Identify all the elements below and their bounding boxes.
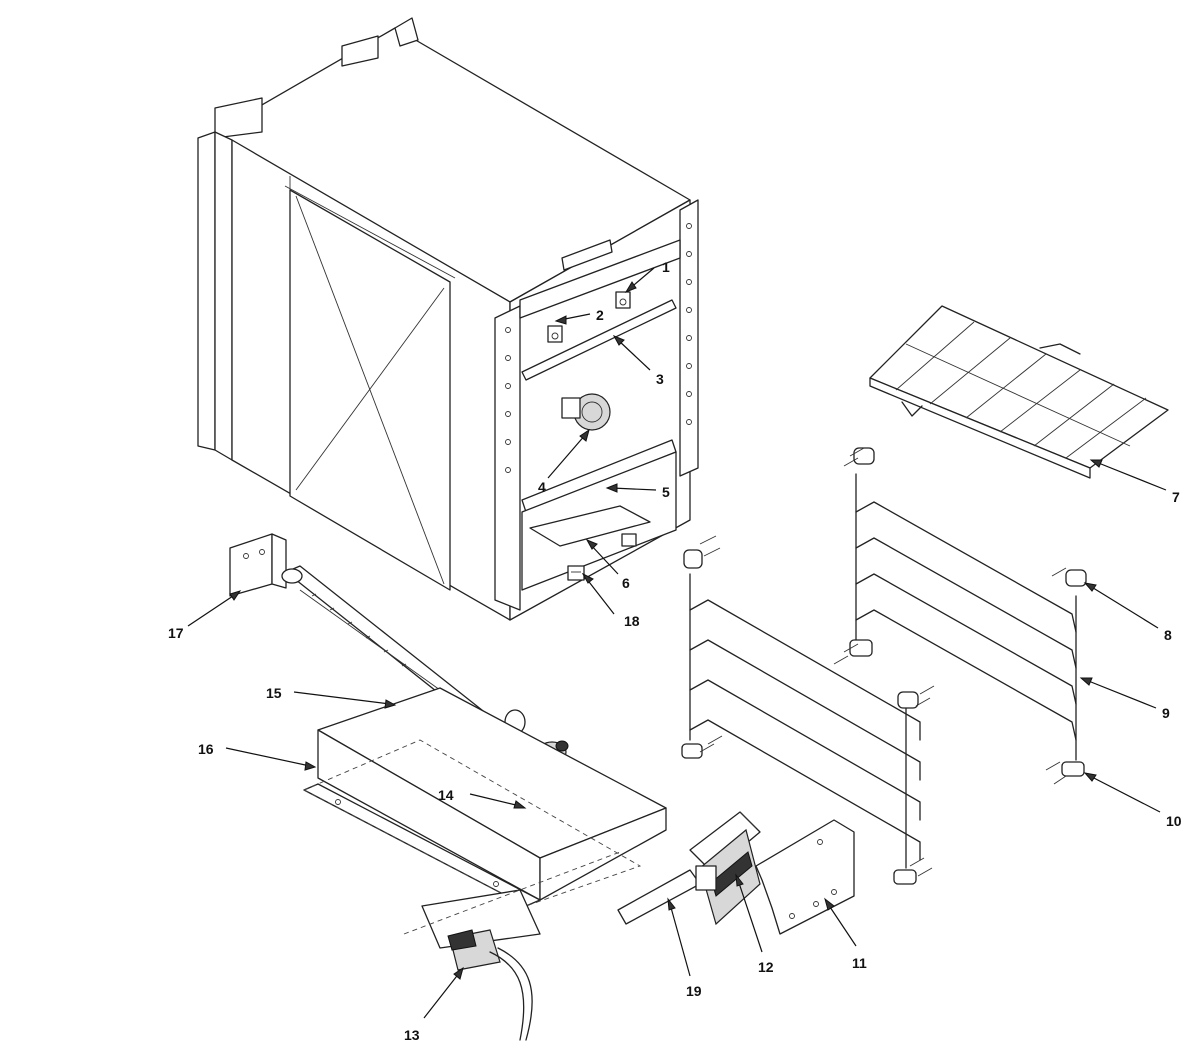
- rack-support-left: [681, 549, 921, 885]
- callout-3: 3: [656, 371, 664, 387]
- rack-support-right: [849, 447, 1087, 777]
- callout-17: 17: [168, 625, 184, 641]
- callout-10: 10: [1166, 813, 1182, 829]
- callout-18: 18: [624, 613, 640, 629]
- callout-8: 8: [1164, 627, 1172, 643]
- callout-4: 4: [538, 479, 546, 495]
- clip-18: [567, 565, 585, 581]
- burner-bracket-17: [229, 533, 287, 597]
- screws: [699, 447, 1067, 877]
- safety-valve-12: [617, 811, 761, 926]
- leader-lines: [187, 267, 1167, 1019]
- callout-16: 16: [198, 741, 214, 757]
- callout-15: 15: [266, 685, 282, 701]
- callout-6: 6: [622, 575, 630, 591]
- igniter-13: [447, 929, 533, 1041]
- oven-rack-7: [869, 305, 1169, 479]
- cover-plate-11: [755, 819, 855, 935]
- callout-13: 13: [404, 1027, 420, 1043]
- callout-12: 12: [758, 959, 774, 975]
- callout-19: 19: [686, 983, 702, 999]
- callout-5: 5: [662, 484, 670, 500]
- bottom-panel-16: [302, 687, 667, 949]
- callout-14: 14: [438, 787, 454, 803]
- callout-1: 1: [662, 259, 670, 275]
- callout-9: 9: [1162, 705, 1170, 721]
- callout-7: 7: [1172, 489, 1180, 505]
- oven-cavity-body: [197, 17, 699, 621]
- callout-2: 2: [596, 307, 604, 323]
- callout-11: 11: [852, 955, 867, 971]
